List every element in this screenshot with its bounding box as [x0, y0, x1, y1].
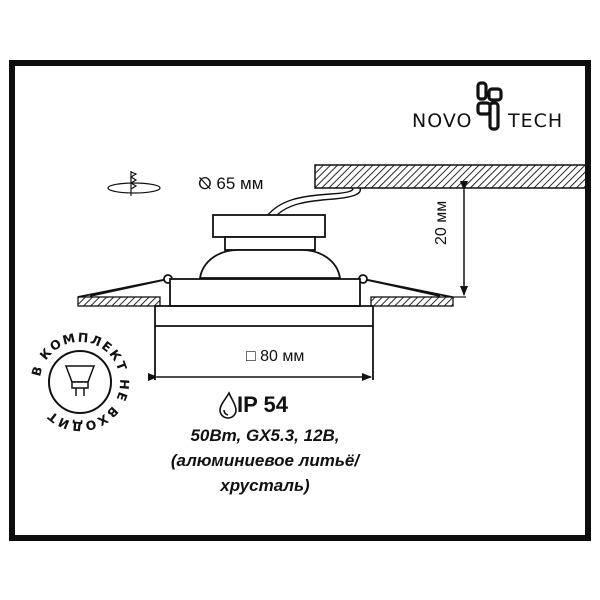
spec-line-2: (алюминиевое литьё/: [170, 451, 360, 470]
ceiling-flange-right: [370, 296, 454, 307]
mounting-depth-label: 20 мм: [433, 200, 450, 245]
ceiling-slab: [314, 164, 591, 189]
width-label: □ 80 мм: [246, 348, 304, 366]
square-icon: □: [246, 348, 256, 365]
ip-rating: IP 54: [237, 392, 288, 417]
logo-text-right: TECH: [508, 110, 564, 132]
ceiling-flange-left: [77, 296, 161, 307]
logo-text-left: NOVO: [412, 110, 473, 132]
fixture-cap: [212, 214, 326, 238]
spec-line-3: хрусталь): [220, 476, 310, 495]
lamp-not-included-badge: В КОМПЛЕКТ НЕ ВХОДИТ: [28, 330, 130, 435]
width-value: 80 мм: [260, 348, 305, 365]
lamp-bulb-icon: [64, 365, 96, 396]
glass-trim: [154, 305, 374, 380]
hole-diameter-label: ⦰ 65 мм: [198, 174, 263, 194]
spec-line-1: 50Вт, GX5.3, 12В,: [190, 426, 340, 445]
fixture-body: [169, 278, 361, 307]
cutout-hole-icon: [107, 171, 161, 196]
water-drop-icon: [219, 391, 237, 419]
fixture-dome: [198, 249, 342, 279]
hole-diameter-value: 65 мм: [216, 174, 264, 193]
power-wire: [266, 187, 362, 217]
logo-mark-icon: [476, 81, 503, 131]
diameter-icon: ⦰: [198, 174, 212, 193]
fixture-neck: [224, 236, 316, 251]
